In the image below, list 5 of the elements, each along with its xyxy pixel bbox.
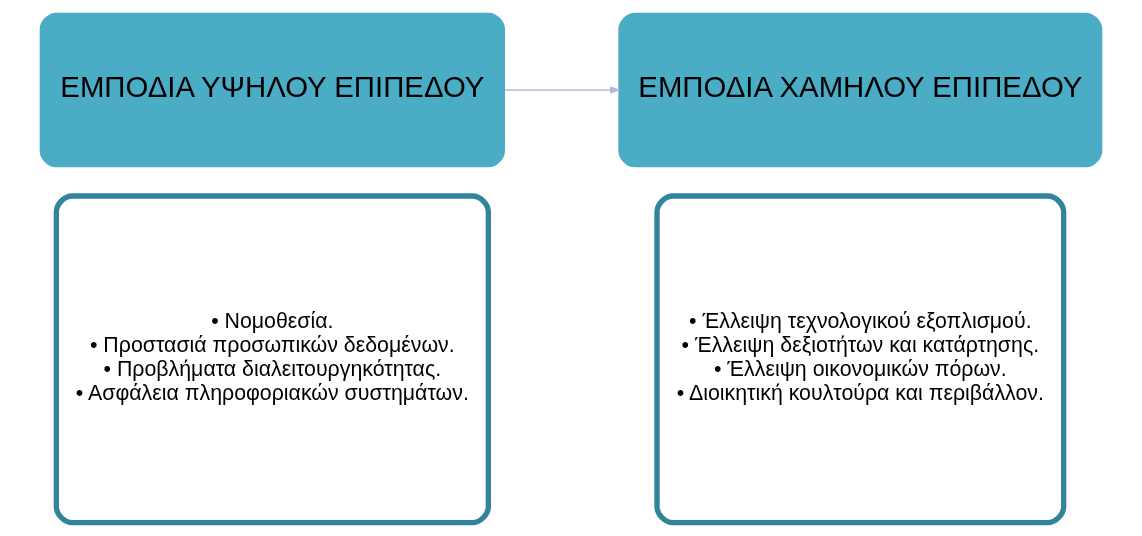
node-box: ΕΜΠΟΔΙΑ ΧΑΜΗΛΟΥ ΕΠΙΠΕΔΟΥ bbox=[618, 12, 1103, 168]
arrow bbox=[504, 86, 621, 94]
node-box: • Έλλειψη τεχνολογικού εξοπλισμού. • Έλλειψη δεξιοτήτων και κατάρτησης. • Έλλειψη οικονομικών πόρων. • Διοικητική κουλτούρα και περιβάλλον. bbox=[654, 193, 1067, 526]
node-box: ΕΜΠΟΔΙΑ ΥΨΗΛΟΥ ΕΠΙΠΕΔΟΥ bbox=[39, 12, 505, 168]
node-box: • Νομοθεσία. • Προστασιά προσωπικών δεδομένων. • Προβλήματα διαλειτουργηκότητας. • Ασφάλεια πληροφοριακών συστημάτων. bbox=[53, 193, 491, 526]
